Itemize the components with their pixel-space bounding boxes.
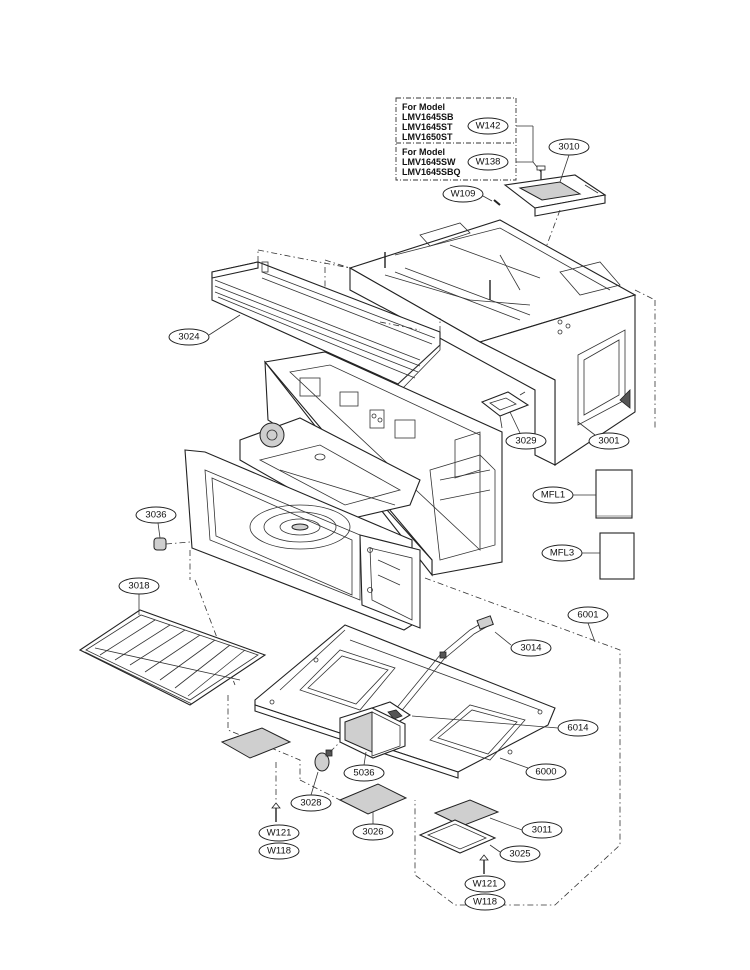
svg-text:W121: W121 [267, 828, 292, 839]
svg-text:3025: 3025 [509, 849, 530, 860]
part-3026-grease-filter [338, 783, 408, 815]
part-3036-knob [153, 537, 191, 551]
model-group2-line1: For Model [402, 147, 445, 157]
callout-3001[interactable]: 3001 [588, 432, 630, 450]
callout-w118-right[interactable]: W118 [464, 893, 506, 911]
part-mfl3-manual [599, 532, 635, 580]
svg-text:3028: 3028 [300, 798, 321, 809]
callout-w138[interactable]: W138 [467, 153, 509, 171]
svg-text:3010: 3010 [558, 142, 579, 153]
part-3029-bracket [480, 391, 530, 429]
svg-text:3029: 3029 [515, 436, 536, 447]
callout-3026[interactable]: 3026 [352, 823, 394, 841]
model-variant-box: For Model LMV1645SB LMV1645ST LMV1650ST … [395, 97, 542, 181]
model-group1-line1: For Model [402, 102, 445, 112]
callout-w118-left[interactable]: W118 [258, 842, 300, 860]
screw-w121-left [271, 762, 281, 822]
svg-text:6001: 6001 [577, 610, 598, 621]
part-5036-transformer [339, 707, 406, 759]
part-3028-lamp [314, 741, 341, 772]
part-3010-bracket [503, 174, 607, 251]
part-3024-grille [211, 249, 441, 390]
model-group2-line3: LMV1645SBQ [402, 167, 461, 177]
part-6000-bottom-plate [254, 624, 556, 779]
callout-mfl3[interactable]: MFL3 [541, 544, 583, 562]
svg-text:6014: 6014 [567, 723, 588, 734]
part-3025-lamp-cover [418, 819, 497, 854]
callout-w109[interactable]: W109 [442, 185, 484, 203]
svg-text:W109: W109 [451, 189, 476, 200]
callout-3014[interactable]: 3014 [510, 639, 552, 657]
svg-text:3018: 3018 [128, 581, 149, 592]
svg-text:3026: 3026 [362, 827, 383, 838]
part-grease-filter-left [220, 727, 292, 759]
callout-6001[interactable]: 6001 [567, 606, 609, 624]
callout-w121-right[interactable]: W121 [464, 875, 506, 893]
svg-text:W121: W121 [473, 879, 498, 890]
svg-text:5036: 5036 [353, 768, 374, 779]
part-6001-group-outline [227, 577, 621, 906]
svg-text:3024: 3024 [178, 332, 199, 343]
screw-w109 [493, 199, 501, 206]
part-3011-lens [433, 799, 500, 827]
callout-w121-left[interactable]: W121 [258, 824, 300, 842]
model-group1-line4: LMV1650ST [402, 132, 453, 142]
svg-text:W118: W118 [473, 897, 497, 908]
callout-3029[interactable]: 3029 [505, 432, 547, 450]
callout-mfl1[interactable]: MFL1 [532, 486, 574, 504]
callout-6014[interactable]: 6014 [557, 719, 599, 737]
callout-3024[interactable]: 3024 [168, 328, 210, 346]
part-oven-chassis [184, 351, 503, 686]
callout-3036[interactable]: 3036 [135, 506, 177, 524]
svg-text:MFL3: MFL3 [550, 548, 574, 559]
callout-3025[interactable]: 3025 [499, 845, 541, 863]
callout-3028[interactable]: 3028 [290, 794, 332, 812]
svg-text:W118: W118 [267, 846, 291, 857]
svg-text:3014: 3014 [520, 643, 541, 654]
screw-w121-right [479, 854, 489, 874]
part-mfl1-manual [595, 469, 633, 519]
callout-5036[interactable]: 5036 [343, 764, 385, 782]
svg-text:6000: 6000 [535, 767, 556, 778]
svg-text:MFL1: MFL1 [541, 490, 565, 501]
part-3018-rack [78, 609, 267, 706]
svg-text:W138: W138 [476, 157, 501, 168]
callout-6000[interactable]: 6000 [525, 763, 567, 781]
svg-text:3036: 3036 [145, 510, 166, 521]
model-group2-line2: LMV1645SW [402, 157, 456, 167]
callout-3010[interactable]: 3010 [548, 138, 590, 156]
callout-3018[interactable]: 3018 [118, 577, 160, 595]
svg-text:3001: 3001 [598, 436, 619, 447]
svg-text:3011: 3011 [532, 825, 552, 836]
model-group1-line2: LMV1645SB [402, 112, 454, 122]
svg-text:W142: W142 [476, 121, 501, 132]
callout-3011[interactable]: 3011 [521, 821, 563, 839]
callout-w142[interactable]: W142 [467, 117, 509, 135]
model-group1-line3: LMV1645ST [402, 122, 453, 132]
